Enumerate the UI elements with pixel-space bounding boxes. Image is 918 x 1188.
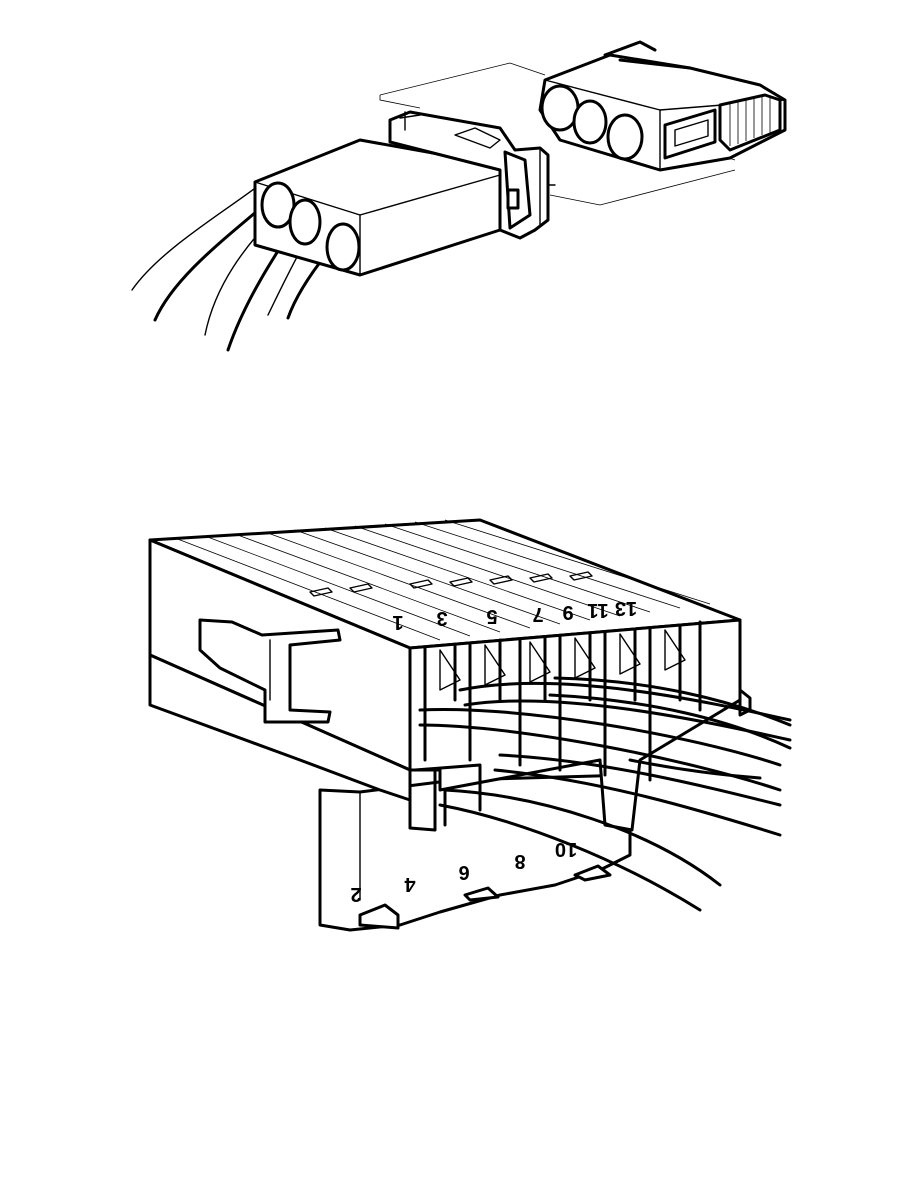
- main-housing: [148, 518, 752, 832]
- pin-label-3: 3: [436, 607, 447, 629]
- pin-label-9: 9: [562, 601, 573, 623]
- pin-label-8: 8: [514, 850, 525, 872]
- pin-label-2: 2: [350, 883, 361, 905]
- lower-pin-labels: 2 4 6 8 10: [350, 838, 577, 905]
- upper-pin-labels: 1 3 5 7 9 11 13: [392, 597, 637, 633]
- pin-label-6: 6: [458, 861, 469, 883]
- wire-bundle: [418, 676, 792, 912]
- lower-pin-carrier: [318, 773, 632, 932]
- pin-label-4: 4: [404, 873, 416, 895]
- pin-label-7: 7: [532, 603, 543, 625]
- pin-label-1: 1: [392, 611, 403, 633]
- pin-label-13: 13: [615, 597, 637, 619]
- pin-label-5: 5: [486, 605, 497, 627]
- pin-label-10: 10: [555, 838, 577, 860]
- male-connector: [253, 110, 556, 277]
- pin-label-11: 11: [587, 599, 608, 621]
- female-connector: [538, 40, 787, 172]
